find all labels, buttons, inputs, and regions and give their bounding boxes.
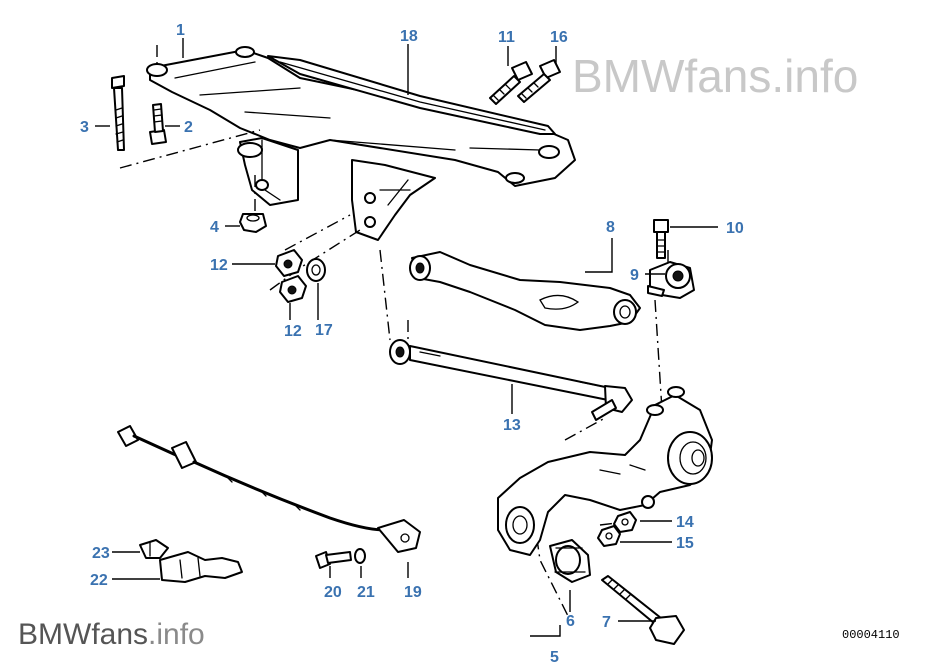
callout-17: 17 xyxy=(315,322,333,339)
callout-21: 21 xyxy=(357,584,375,601)
long-bolt xyxy=(111,75,125,151)
callout-19: 19 xyxy=(404,584,422,601)
diagram-reference-number: 00004110 xyxy=(842,628,900,642)
callout-labels: 1 2 3 4 5 6 7 8 9 10 11 12 12 13 14 15 1… xyxy=(80,22,744,665)
callout-18: 18 xyxy=(400,28,418,45)
bolt-upper-16 xyxy=(517,59,561,103)
callout-20: 20 xyxy=(324,584,342,601)
bolt-upper-11 xyxy=(489,61,533,105)
short-bolt xyxy=(149,103,167,145)
callout-15: 15 xyxy=(676,535,694,552)
rear-axle-subframe xyxy=(146,46,576,241)
callout-4: 4 xyxy=(210,219,219,236)
watermark-bottom: BMWfans.info xyxy=(18,618,205,651)
assembly-lines xyxy=(119,45,669,621)
callout-9: 9 xyxy=(630,267,639,284)
washer-21 xyxy=(354,548,366,564)
holder-22 xyxy=(159,551,243,583)
callout-12-lower: 12 xyxy=(284,323,302,340)
clip-23 xyxy=(139,539,169,559)
leader-lines xyxy=(95,38,718,637)
nut-15 xyxy=(597,525,621,547)
bolt-20 xyxy=(315,551,352,569)
callout-1: 1 xyxy=(176,22,185,39)
callout-2: 2 xyxy=(184,119,193,136)
bushing-6 xyxy=(549,539,591,583)
callout-12-upper: 12 xyxy=(210,257,228,274)
callout-7: 7 xyxy=(602,614,611,631)
bolt-7 xyxy=(601,575,685,645)
watermark-top: BMWfans.info xyxy=(572,50,858,102)
abs-sensor-cable xyxy=(117,425,421,553)
callout-14: 14 xyxy=(676,514,694,531)
nut-12-upper xyxy=(275,249,303,277)
hex-nut xyxy=(239,213,267,233)
callout-22: 22 xyxy=(90,572,108,589)
mount-bracket-9 xyxy=(647,261,695,299)
callout-13: 13 xyxy=(503,417,521,434)
washer-17 xyxy=(306,258,326,282)
callout-3: 3 xyxy=(80,119,89,136)
callout-6: 6 xyxy=(566,613,575,630)
callout-10: 10 xyxy=(726,220,744,237)
nut-12-lower xyxy=(279,275,307,303)
tie-rod xyxy=(389,339,633,421)
callout-11: 11 xyxy=(498,29,515,46)
bolt-10 xyxy=(653,219,669,259)
wheel-carrier xyxy=(497,386,713,556)
callout-23: 23 xyxy=(92,545,110,562)
callout-8: 8 xyxy=(606,219,615,236)
upper-control-arm xyxy=(409,251,641,331)
callout-5: 5 xyxy=(550,649,559,665)
nut-14 xyxy=(613,511,637,533)
callout-16: 16 xyxy=(550,29,568,46)
